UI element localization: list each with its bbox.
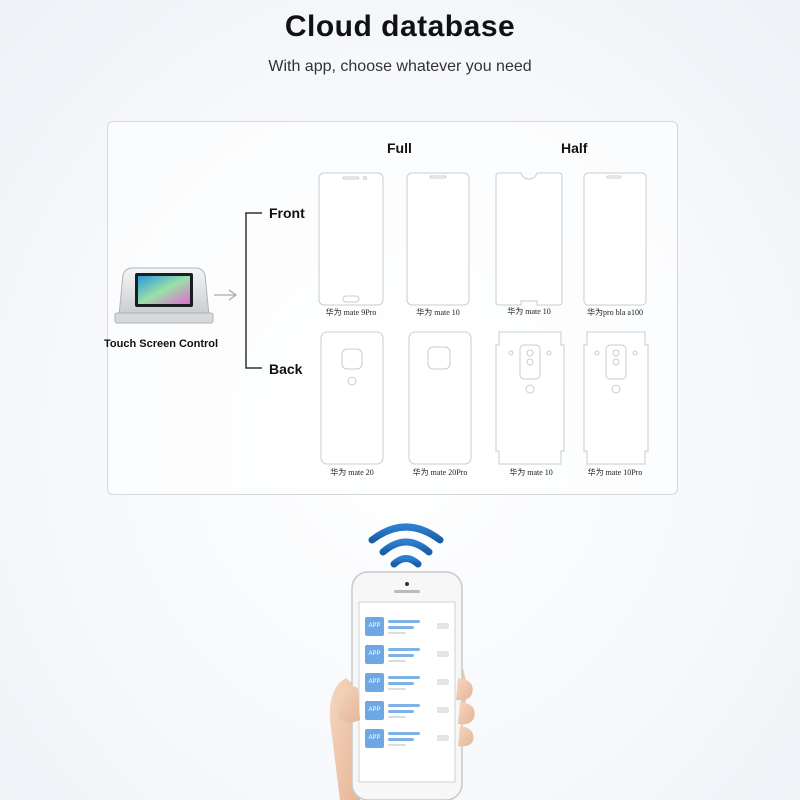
touch-screen-device-icon bbox=[114, 267, 214, 324]
arrow-right-icon bbox=[214, 289, 238, 301]
front-half-outline-1[interactable] bbox=[495, 172, 563, 306]
app-item-button[interactable] bbox=[437, 707, 449, 713]
app-item-button[interactable] bbox=[437, 651, 449, 657]
wifi-icon bbox=[368, 523, 444, 568]
list-item[interactable]: APP bbox=[361, 614, 453, 640]
back-model-caption: 华为 mate 20Pro bbox=[412, 468, 468, 477]
front-half-outline-2[interactable] bbox=[583, 172, 647, 306]
back-model-caption: 华为 mate 10Pro bbox=[587, 468, 643, 477]
row-label-back: Back bbox=[269, 361, 303, 377]
row-label-front: Front bbox=[269, 205, 305, 221]
app-item-button[interactable] bbox=[437, 735, 449, 741]
back-half-outline-1[interactable] bbox=[495, 331, 565, 465]
tree-bracket bbox=[245, 212, 262, 369]
front-full-outline-2[interactable] bbox=[406, 172, 470, 306]
back-full-outline-1[interactable] bbox=[320, 331, 384, 465]
device-label: Touch Screen Control bbox=[104, 338, 219, 350]
front-model-caption: 华为 mate 10 bbox=[507, 307, 551, 316]
list-item[interactable]: APP bbox=[361, 726, 453, 752]
app-icon: APP bbox=[365, 617, 384, 636]
front-full-outline-1[interactable] bbox=[318, 172, 384, 306]
front-model-caption: 华为 mate 10 bbox=[416, 308, 460, 317]
back-half-outline-2[interactable] bbox=[583, 331, 649, 465]
back-model-caption: 华为 mate 20 bbox=[330, 468, 374, 477]
app-icon: APP bbox=[365, 729, 384, 748]
page-title: Cloud database bbox=[284, 10, 516, 43]
back-model-caption: 华为 mate 10 bbox=[509, 468, 553, 477]
front-model-caption: 华为pro bla a100 bbox=[587, 308, 643, 317]
app-icon: APP bbox=[365, 673, 384, 692]
column-head-half: Half bbox=[561, 140, 588, 156]
back-full-outline-2[interactable] bbox=[408, 331, 472, 465]
app-item-button[interactable] bbox=[437, 623, 449, 629]
front-model-caption: 华为 mate 9Pro bbox=[325, 308, 377, 317]
app-icon: APP bbox=[365, 701, 384, 720]
page-subtitle: With app, choose whatever you need bbox=[268, 58, 532, 75]
app-icon: APP bbox=[365, 645, 384, 664]
app-item-button[interactable] bbox=[437, 679, 449, 685]
list-item[interactable]: APP bbox=[361, 698, 453, 724]
column-head-full: Full bbox=[387, 140, 412, 156]
list-item[interactable]: APP bbox=[361, 642, 453, 668]
list-item[interactable]: APP bbox=[361, 670, 453, 696]
